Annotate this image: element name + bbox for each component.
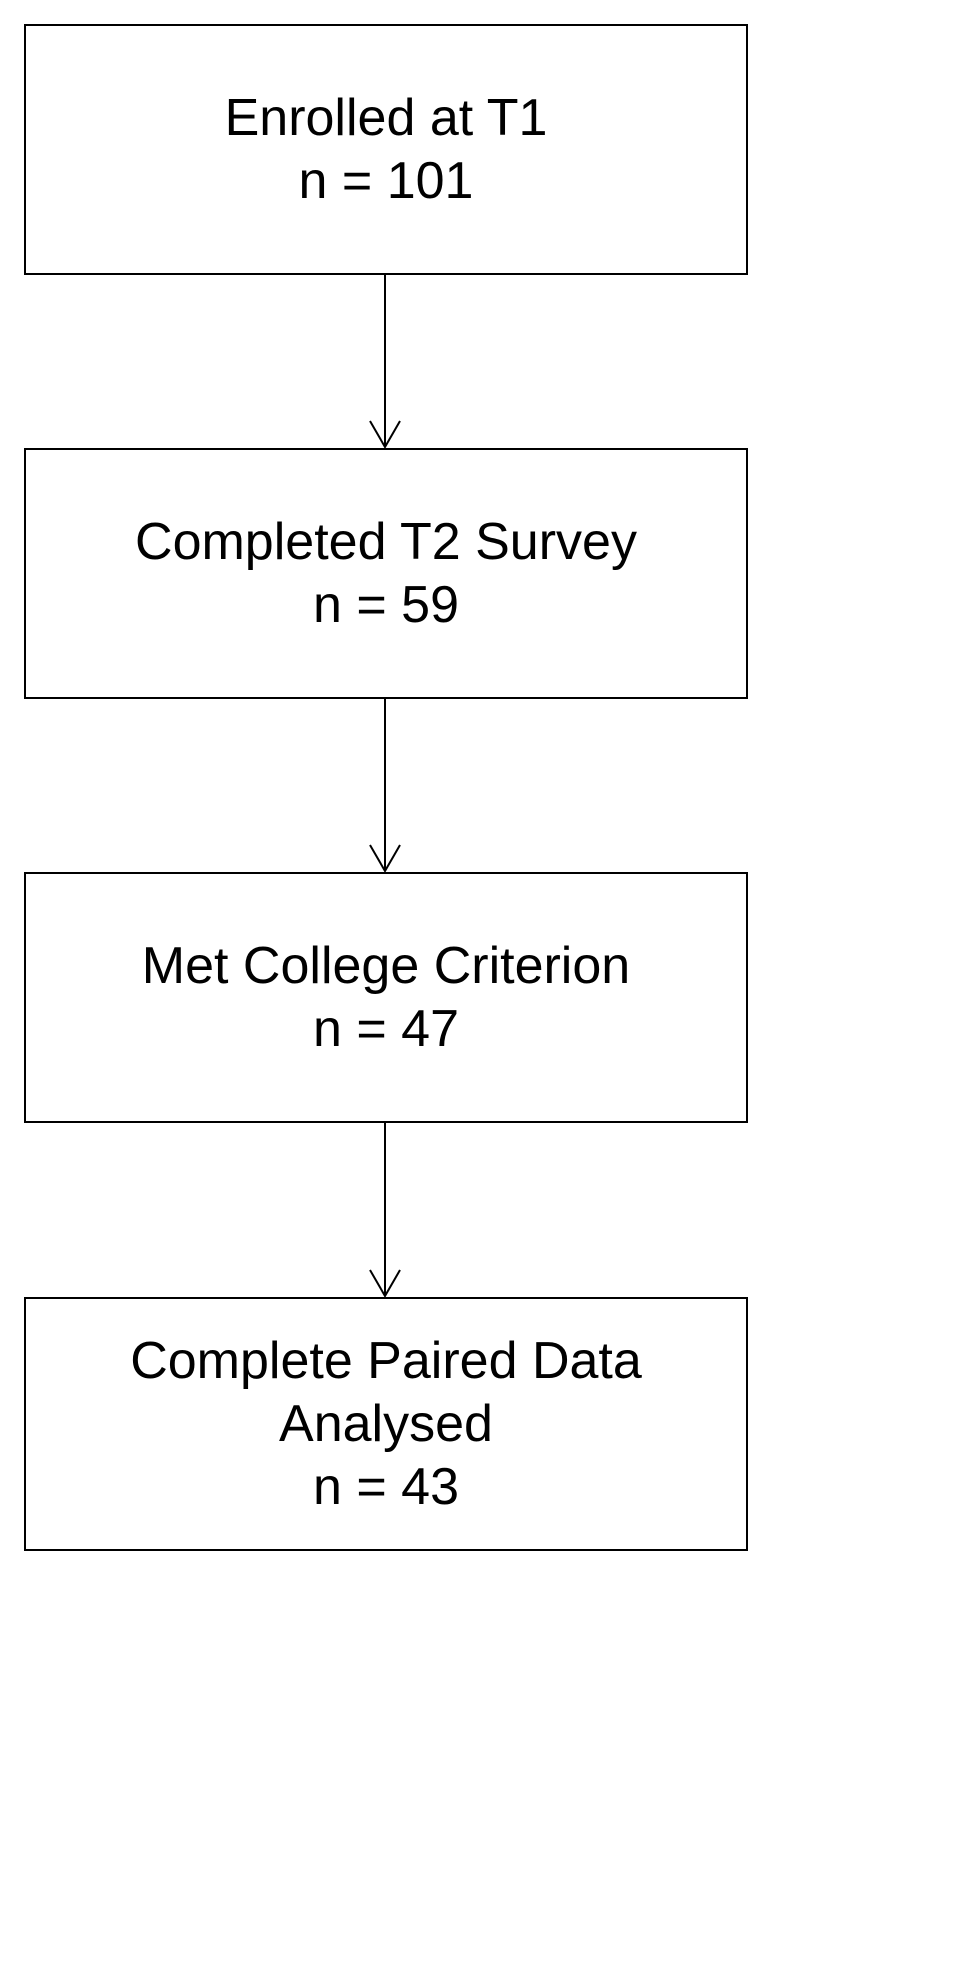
box-title: Met College Criterion [141,936,631,995]
box-count: n = 101 [298,151,474,210]
box-title: Enrolled at T1 [224,88,548,147]
box-count: n = 47 [312,999,460,1058]
arrow-3 [369,1123,401,1299]
arrow-1 [369,275,401,450]
flow-box-analysed: Complete Paired Data Analysed n = 43 [24,1297,748,1551]
box-title-continued: Analysed [279,1394,493,1453]
box-count: n = 59 [312,575,460,634]
box-title: Complete Paired Data [130,1331,642,1390]
flow-box-met-criterion: Met College Criterion n = 47 [24,872,748,1123]
flow-box-completed-t2: Completed T2 Survey n = 59 [24,448,748,699]
box-title: Completed T2 Survey [135,512,637,571]
box-count: n = 43 [312,1457,460,1516]
flow-box-enrolled: Enrolled at T1 n = 101 [24,24,748,275]
arrow-2 [369,699,401,874]
